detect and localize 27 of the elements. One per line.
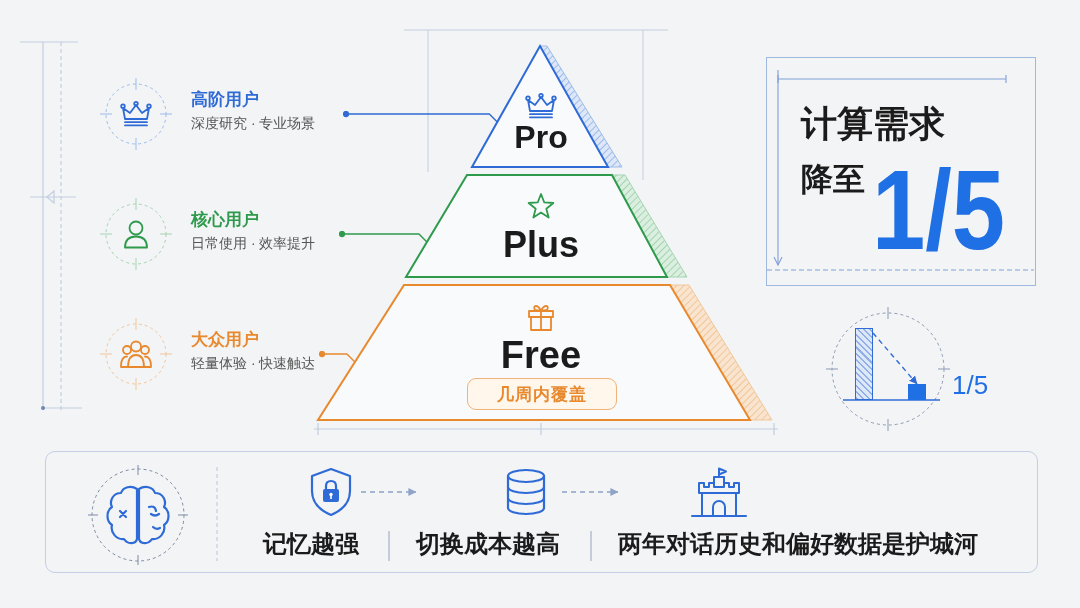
tier-name: Plus <box>503 225 579 265</box>
tier-description: 日常使用 · 效率提升 <box>191 234 316 252</box>
tier-title: 核心用户 <box>191 210 259 230</box>
leader-line <box>318 350 356 363</box>
callout-box <box>766 57 1036 286</box>
tier-description: 深度研究 · 专业场景 <box>191 114 316 132</box>
dashed-arrow <box>561 488 619 496</box>
tier-name: Pro <box>514 120 568 155</box>
tier-title: 高阶用户 <box>191 90 259 110</box>
step-caption: 记忆越强 <box>263 529 359 559</box>
small-square <box>908 384 926 400</box>
headline-text: 计算需求 <box>801 102 945 146</box>
hatched-bar <box>855 328 873 400</box>
info-panel <box>45 451 1038 573</box>
dashed-arrow <box>360 488 417 496</box>
step-caption: 切换成本越高 <box>416 529 560 559</box>
leader-line <box>342 110 498 123</box>
note-tag: 几周内覆盖 <box>467 378 617 410</box>
big-number: 1/5 <box>872 160 1006 260</box>
dashed-arrow <box>872 332 918 385</box>
headline-text: 降至 <box>801 160 865 199</box>
leader-line <box>338 230 428 243</box>
tier-title: 大众用户 <box>191 330 259 350</box>
ratio-label: 1/5 <box>952 370 989 400</box>
tier-name: Free <box>500 334 582 376</box>
step-caption: 两年对话历史和偏好数据是护城河 <box>618 529 978 559</box>
tier-description: 轻量体验 · 快速触达 <box>191 354 316 372</box>
